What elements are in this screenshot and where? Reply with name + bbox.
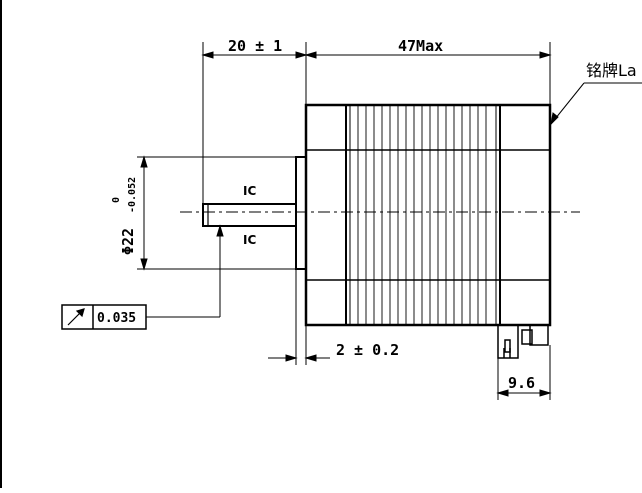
connector-dimension-lines (496, 345, 552, 400)
label-callout-text: 铭牌La (586, 61, 637, 80)
motor-shaft (202, 203, 297, 227)
dim-shaft-diameter: Φ22 0 -0.052 (111, 177, 138, 255)
dim-shaft-length: 20 ± 1 (228, 37, 282, 55)
svg-text:Φ22: Φ22 (119, 228, 137, 255)
motor-flange (295, 156, 307, 270)
motor-body (304, 103, 552, 327)
connector (497, 325, 549, 359)
dim-flange-width: 2 ± 0.2 (336, 341, 399, 359)
ic-label-bottom: IC (243, 233, 256, 247)
tolerance-value: 0.035 (97, 311, 136, 326)
dim-body-length: 47Max (398, 37, 443, 55)
label-callout-leader (550, 82, 642, 126)
svg-text:0: 0 (111, 197, 122, 203)
dim-connector-width: 9.6 (508, 374, 535, 392)
lamination-fins (357, 105, 487, 325)
diameter-dimension-lines (137, 155, 296, 271)
tolerance-frame (61, 304, 147, 330)
circular-runout-icon (67, 308, 85, 326)
runout-leader (146, 224, 224, 318)
svg-text:-0.052: -0.052 (127, 177, 138, 213)
ic-label-top: IC (243, 184, 256, 198)
flange-dimension-lines (268, 269, 330, 365)
top-dimension-lines (201, 42, 552, 204)
